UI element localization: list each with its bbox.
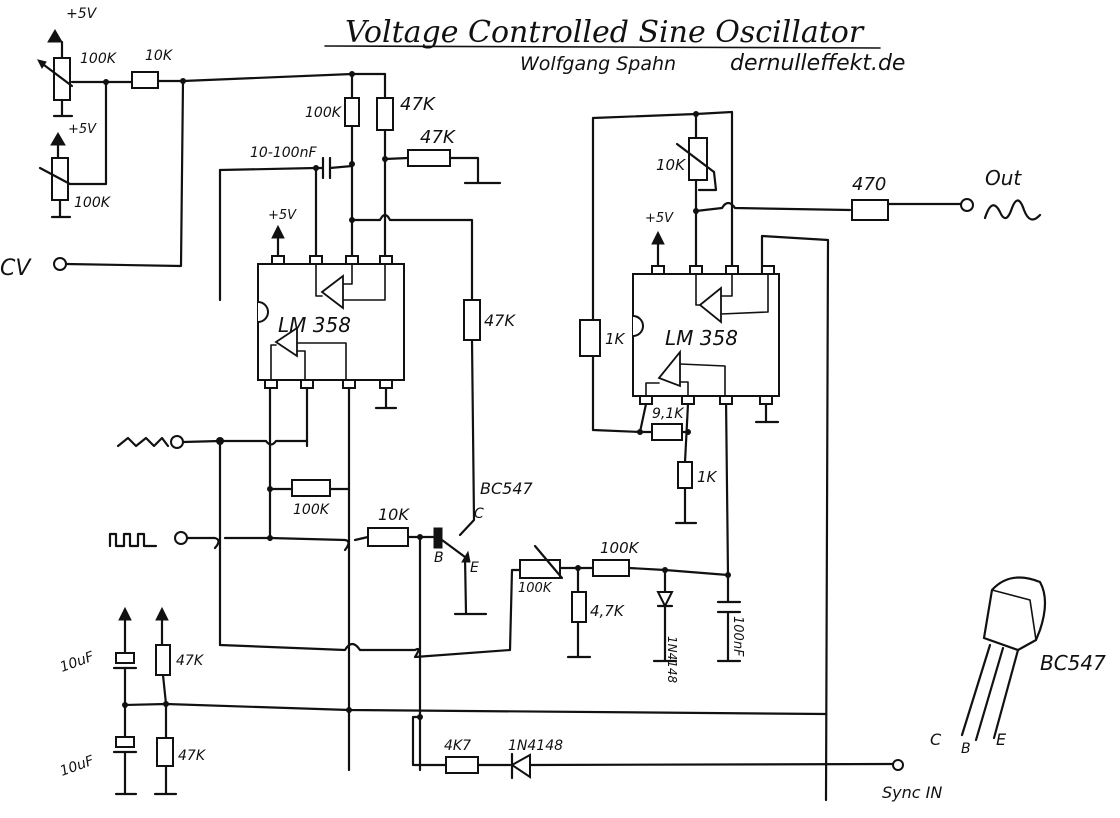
r-top1-label: 100K — [305, 105, 343, 121]
resistor-r-1k — [677, 461, 693, 489]
integrator-network: 100K 47K 10-100nF 47K +5V — [218, 71, 502, 302]
resistor-r-mid — [463, 299, 481, 341]
r-sync-label: 4K7 — [444, 738, 471, 754]
ic2-label: LM 358 — [665, 326, 738, 350]
supply-arrow-icon — [47, 29, 63, 43]
pinout-c-label: C — [930, 730, 942, 749]
c-bias1-label: 10uF — [58, 649, 97, 676]
pin-e-label: E — [470, 560, 479, 576]
pin-c-label: C — [474, 506, 484, 522]
r-mid-label: 47K — [484, 311, 516, 330]
r-top3-label: 47K — [420, 127, 456, 148]
square-wave-icon — [108, 532, 158, 548]
c-bias2-label: 10uF — [58, 753, 97, 780]
shaper-network: 100K 4,7K 100K 1N4148 100nF — [518, 396, 745, 684]
r-cv-label: 10K — [145, 48, 174, 64]
supply-label-4: +5V — [645, 211, 674, 226]
pot-cv1-label: 100K — [80, 51, 118, 67]
resistor-r-base — [367, 527, 409, 547]
title-text: Voltage Controlled Sine Oscillator — [345, 15, 865, 50]
r-shape-label: 100K — [600, 539, 640, 557]
r-bias1-label: 47K — [176, 653, 205, 669]
resistor-r-shape — [592, 559, 630, 577]
sync-network: 4K7 1N4148 Sync IN — [411, 714, 942, 802]
resistor-r-top3 — [407, 149, 451, 167]
out-jack[interactable] — [960, 198, 974, 212]
ic2-lm358: LM 358 9,1K 1K — [632, 265, 780, 525]
square-input-jack[interactable] — [174, 531, 188, 545]
resistor-r-top2 — [376, 97, 394, 131]
bc547-pinout: BC547 C B E — [930, 576, 1106, 757]
opamp-c-icon — [698, 286, 722, 324]
sine-wave-icon — [983, 199, 1042, 221]
pinout-b-label: B — [961, 741, 971, 757]
pinout-e-label: E — [996, 730, 1007, 749]
r-out-label: 470 — [852, 174, 886, 195]
resistor-r-shape-gnd — [571, 591, 587, 623]
r-shape-gnd-label: 4,7K — [590, 602, 625, 620]
r-bias2-label: 47K — [178, 748, 207, 764]
resistor-r-top1 — [344, 97, 360, 127]
out-label: Out — [985, 166, 1022, 190]
diode-shape-label: 1N4148 — [665, 636, 679, 684]
transistor-label: BC547 — [480, 479, 534, 498]
transistor-body-icon — [982, 576, 1047, 652]
ic2-body — [632, 273, 780, 397]
r-91k-label: 9,1K — [652, 406, 685, 422]
resistor-r-91k — [651, 423, 683, 441]
title-underline — [324, 45, 881, 49]
diode-sync-label: 1N4148 — [508, 738, 563, 754]
pinout-part-label: BC547 — [1040, 651, 1106, 675]
sync-input-jack[interactable] — [892, 759, 904, 771]
pot-gain-label: 10K — [656, 156, 686, 174]
resistor-r-fb — [291, 479, 331, 497]
pot-shape-label: 100K — [518, 581, 553, 596]
cv-input-jack[interactable] — [53, 257, 67, 271]
r-fb-label: 100K — [293, 502, 331, 518]
diode-sync-icon — [510, 753, 531, 779]
pot-cv2-label: 100K — [74, 195, 112, 211]
resistor-r-out — [851, 199, 889, 221]
title-block: Voltage Controlled Sine Oscillator Wolfg… — [324, 15, 905, 76]
ic1-notch — [257, 301, 269, 323]
bias-network: 10uF 47K 10uF 47K — [58, 606, 828, 796]
resistor-r-bias1 — [155, 644, 171, 676]
resistor-r-left2 — [579, 319, 601, 357]
opamp-b-icon — [274, 326, 298, 358]
resistor-r-sync — [445, 756, 479, 774]
r-left2-label: 1K — [605, 330, 626, 348]
pin-b-label: B — [434, 550, 444, 566]
r-1k-label: 1K — [697, 468, 718, 486]
resistor-r-bias2 — [156, 737, 174, 767]
diode-shape-icon — [656, 591, 674, 609]
saw-input-jack[interactable] — [170, 435, 184, 449]
waveform-inputs: 100K — [108, 168, 522, 659]
ic2-notch — [632, 315, 644, 337]
ic2-network: 10K 470 Out +5V 1K — [579, 110, 1042, 802]
c-shape-label: 100nF — [730, 616, 745, 657]
c-top-label: 10-100nF — [250, 145, 317, 161]
ic1-body — [257, 263, 405, 381]
cv-input-label: CV — [0, 256, 32, 281]
capacitor-c-bias2 — [115, 736, 135, 748]
pot-wiper-icon — [37, 59, 47, 69]
transistor-base — [433, 527, 443, 549]
supply-label-2: +5V — [68, 122, 97, 137]
ic1-lm358: LM 358 — [257, 255, 405, 772]
cv-section: +5V 100K 10K +5V 100K CV — [0, 6, 354, 281]
sync-input-label: Sync IN — [882, 783, 942, 802]
capacitor-c-bias1 — [115, 652, 135, 664]
resistor-r-cv — [131, 71, 159, 89]
sawtooth-icon — [116, 436, 170, 448]
website-text: dernulleffekt.de — [730, 51, 905, 76]
opamp-d-icon — [657, 349, 681, 388]
supply-label: +5V — [66, 6, 98, 22]
supply-label-3: +5V — [268, 208, 297, 223]
author-text: Wolfgang Spahn — [520, 53, 676, 75]
r-base-label: 10K — [378, 505, 410, 524]
r-top2-label: 47K — [400, 94, 436, 115]
opamp-a-icon — [320, 274, 344, 310]
